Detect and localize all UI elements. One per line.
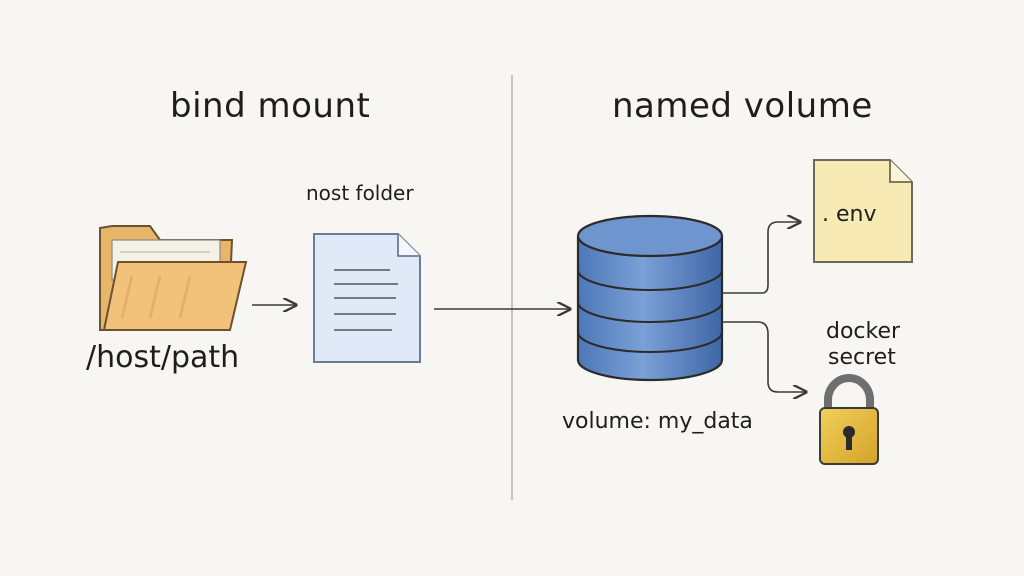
bind-mount-title: bind mount xyxy=(170,86,371,126)
arrow-volume-to-secret xyxy=(722,321,806,392)
host-path-label: /host/path xyxy=(86,340,240,375)
database-icon xyxy=(576,214,724,382)
file-icon xyxy=(813,159,913,263)
host-folder-label: nost folder xyxy=(306,181,414,205)
padlock-icon xyxy=(819,374,879,465)
volume-name-label: volume: my_data xyxy=(562,409,753,434)
arrow-volume-to-env xyxy=(722,222,800,294)
docker-secret-label-line2: secret xyxy=(828,345,896,370)
document-icon xyxy=(313,233,421,363)
folder-icon xyxy=(99,225,248,331)
env-file-label: . env xyxy=(822,202,877,227)
docker-secret-label-line1: docker xyxy=(826,319,901,344)
named-volume-title: named volume xyxy=(612,86,873,126)
